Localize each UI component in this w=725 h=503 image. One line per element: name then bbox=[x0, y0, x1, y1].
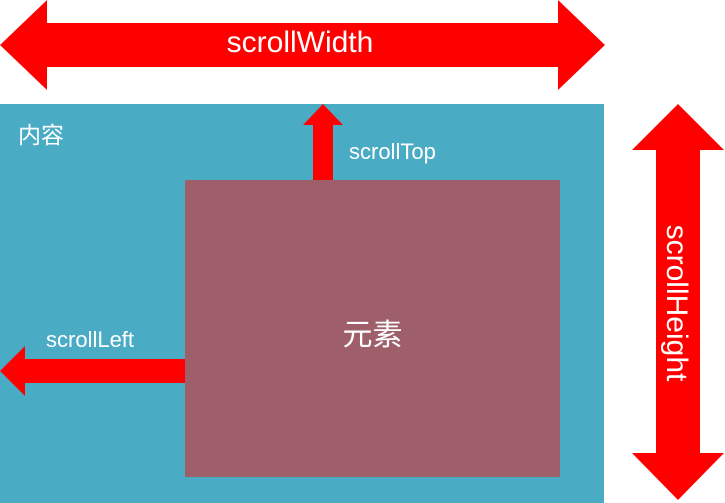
element-label: 元素 bbox=[342, 318, 403, 353]
scroll-height-arrow bbox=[632, 104, 724, 500]
scroll-width-arrow bbox=[0, 0, 605, 90]
scroll-left-label: scrollLeft bbox=[46, 327, 135, 352]
element-box bbox=[185, 180, 560, 477]
scroll-top-arrow bbox=[303, 104, 343, 180]
scroll-width-label: scrollWidth bbox=[226, 26, 374, 59]
scroll-left-arrow bbox=[0, 346, 185, 396]
scroll-height-label: scrollHeight bbox=[660, 224, 693, 382]
content-label: 内容 bbox=[18, 123, 64, 149]
scroll-top-label: scrollTop bbox=[349, 139, 436, 164]
